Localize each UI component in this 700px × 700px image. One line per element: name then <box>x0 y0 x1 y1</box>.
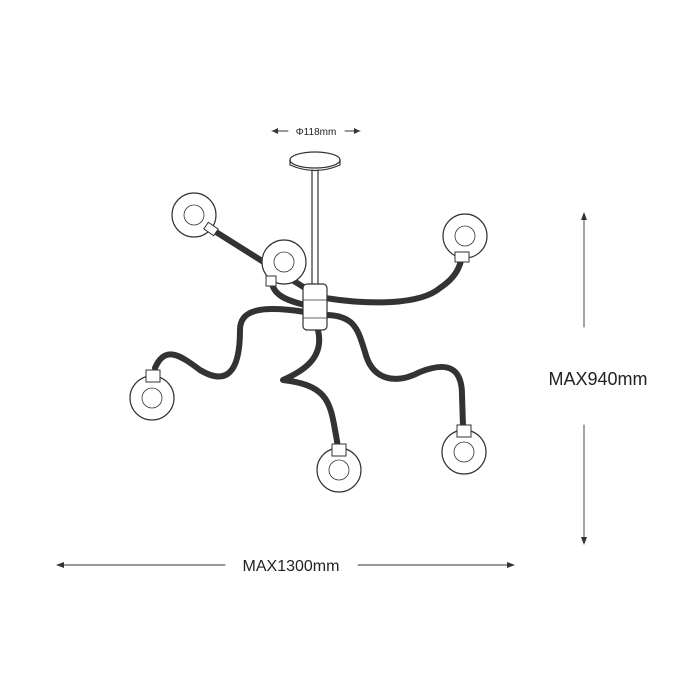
arm-upper-right <box>322 253 465 306</box>
width-dimension: MAX1300mm <box>56 558 515 575</box>
globe-left <box>129 369 175 421</box>
arm-center <box>280 327 341 452</box>
arms <box>152 229 466 452</box>
globe-center <box>316 443 362 493</box>
arm-left <box>152 306 308 380</box>
max-height-label: MAX940mm <box>548 369 647 389</box>
globe-top-left <box>171 192 219 238</box>
canopy-diameter-label: Φ118mm <box>296 127 337 138</box>
arm-right <box>322 312 466 429</box>
central-hub <box>302 283 328 331</box>
canopy-diameter-dimension: Φ118mm <box>271 127 361 138</box>
globe-rear <box>261 239 307 287</box>
canopy-and-rod <box>289 151 341 287</box>
globe-top-right <box>442 213 488 263</box>
max-width-label: MAX1300mm <box>243 558 340 575</box>
height-dimension: MAX940mm <box>548 212 648 545</box>
globe-right <box>441 424 487 475</box>
